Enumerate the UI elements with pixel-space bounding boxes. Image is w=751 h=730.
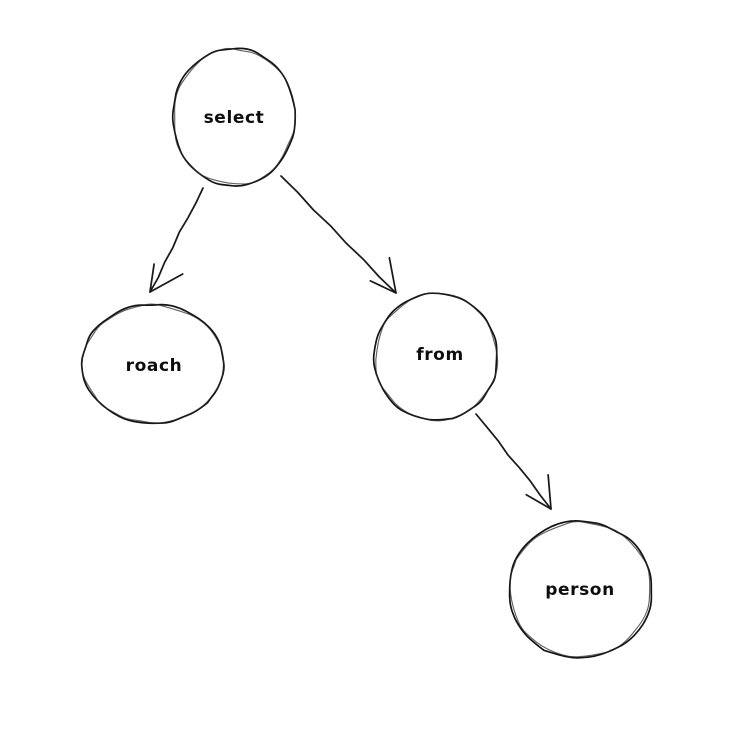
- node-person[interactable]: person: [508, 519, 653, 659]
- node-label-select: select: [204, 108, 265, 128]
- node-circle-retrace-roach: [81, 303, 225, 424]
- node-from[interactable]: from: [372, 292, 499, 422]
- edge-line-from-person: [475, 413, 552, 510]
- nodes-layer: select roach from person: [80, 47, 653, 659]
- node-circle-retrace-select: [174, 47, 297, 185]
- arrowhead-icon-select-roach: [149, 263, 184, 293]
- arrowhead-icon-select-from: [369, 256, 397, 294]
- edges-layer: [149, 175, 552, 510]
- edge-select-from[interactable]: [280, 175, 397, 294]
- node-roach[interactable]: roach: [80, 303, 225, 425]
- edge-line-select-roach: [149, 187, 204, 293]
- arrowhead-icon-from-person: [525, 473, 552, 510]
- node-circle-roach: [80, 303, 225, 425]
- edge-select-roach[interactable]: [149, 187, 204, 293]
- node-circle-retrace-person: [509, 520, 651, 658]
- edge-from-person[interactable]: [475, 413, 552, 510]
- node-label-roach: roach: [126, 356, 183, 376]
- edge-line-select-from: [280, 175, 397, 294]
- node-select[interactable]: select: [171, 47, 297, 187]
- node-circle-retrace-from: [375, 292, 499, 422]
- node-label-from: from: [416, 345, 464, 365]
- node-label-person: person: [545, 580, 615, 600]
